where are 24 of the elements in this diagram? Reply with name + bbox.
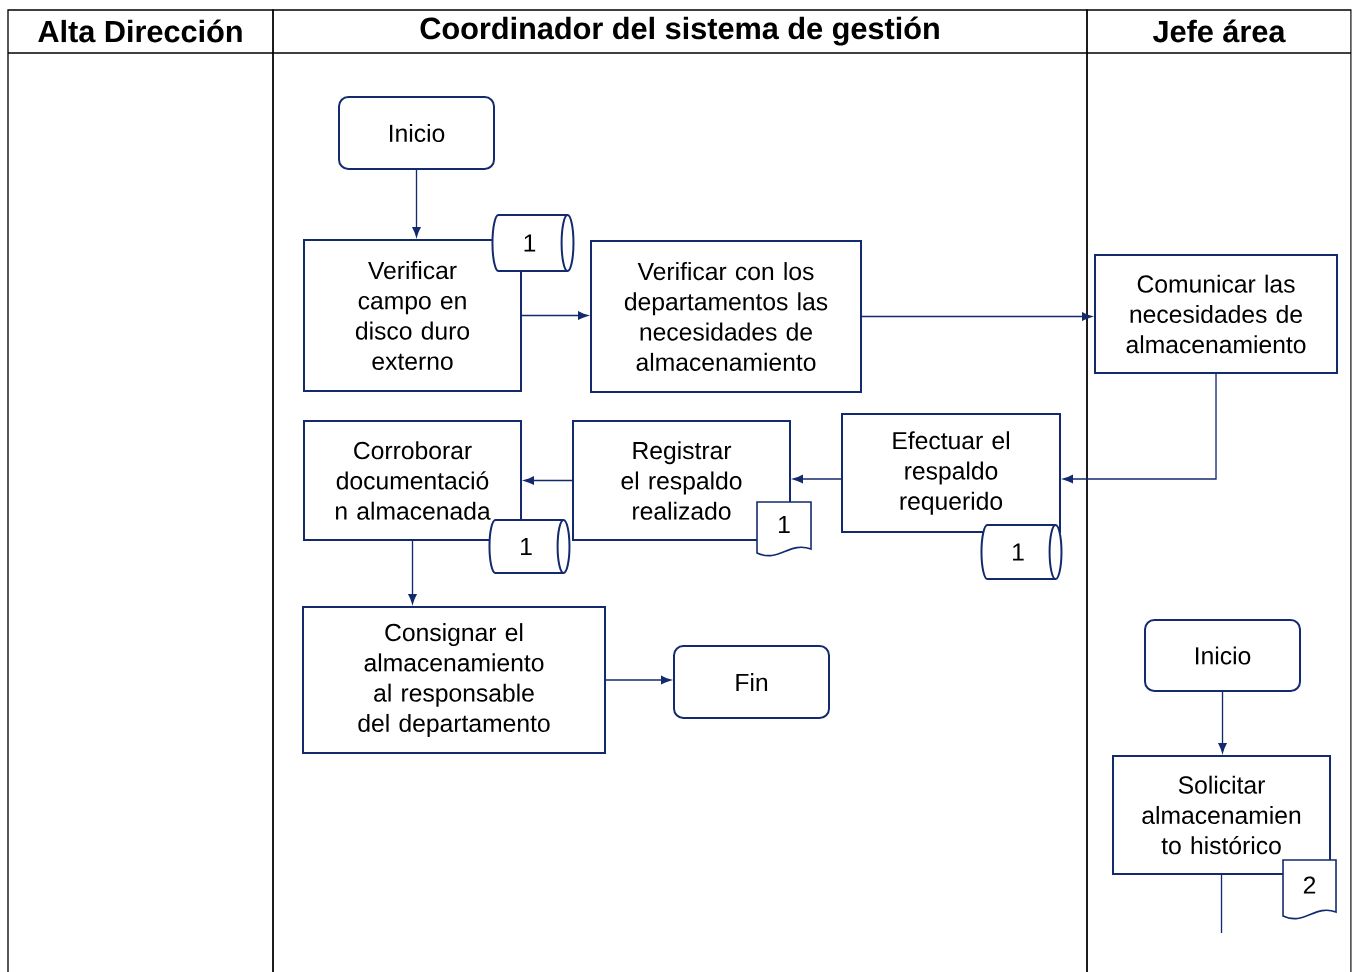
process-box: Verificar con los departamentos las necesidades de almacenamiento — [590, 240, 862, 393]
process-box: Efectuar el respaldo requerido — [841, 413, 1061, 533]
connector-line — [1220, 874, 1223, 934]
storage-cylinder: 1 — [980, 524, 1063, 580]
arrow — [412, 169, 421, 237]
arrow — [1063, 373, 1217, 484]
arrow — [524, 476, 573, 485]
arrow — [521, 311, 588, 320]
arrow — [861, 312, 1093, 321]
process-box: Verificar campo en disco duro externo — [303, 239, 522, 392]
terminal-box: Inicio — [338, 96, 495, 170]
terminal-box: Fin — [673, 645, 830, 719]
process-box: Consignar el almacenamiento al responsable del departamento — [302, 606, 606, 754]
arrow — [1218, 691, 1227, 753]
process-box: Solicitar almacenamien to histórico — [1112, 755, 1331, 875]
swimlane: Alta Dirección — [7, 9, 274, 972]
arrow — [408, 540, 417, 605]
process-box: Corroborar documentació n almacenada — [303, 420, 522, 541]
arrow — [793, 474, 842, 484]
storage-cylinder: 1 — [491, 214, 575, 272]
terminal-box: Inicio — [1144, 619, 1301, 692]
arrow — [605, 675, 671, 685]
storage-cylinder: 1 — [488, 519, 571, 574]
process-box: Comunicar las necesidades de almacenamiento — [1094, 254, 1338, 374]
